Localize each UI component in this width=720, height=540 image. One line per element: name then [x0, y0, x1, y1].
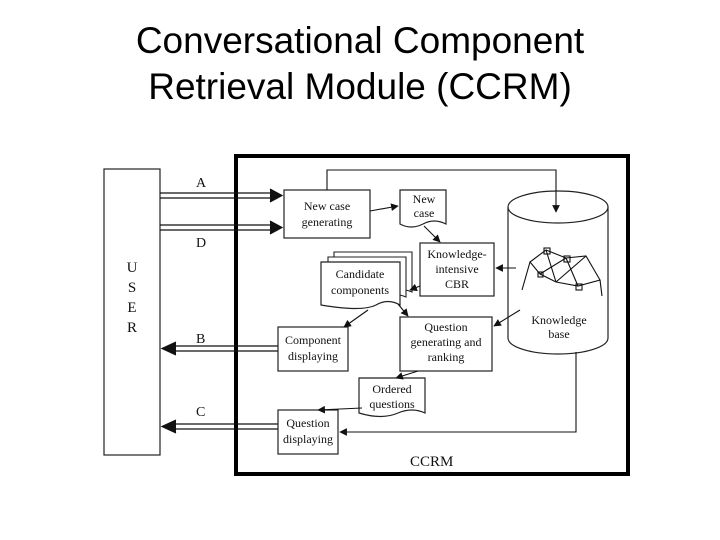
node-qgr-line1: Question [424, 320, 467, 334]
edge-ordered-to-question-displaying [317, 405, 363, 414]
arrow-label-a: A [196, 176, 207, 191]
edge-new-case-to-cbr [423, 225, 441, 243]
node-new-case-line2: case [414, 206, 435, 220]
user-box [103, 168, 161, 456]
network-graph-icon [521, 247, 603, 297]
arrow-label-c: C [196, 405, 205, 420]
node-question-displaying-line2: displaying [283, 432, 333, 446]
node-knowledge-base-line1: Knowledge [531, 313, 586, 327]
arrow-label-d: D [196, 236, 206, 251]
node-knowledge-intensive-cbr [419, 242, 495, 297]
slide-title-line-1: Conversational Component [135, 20, 585, 61]
node-component-displaying-line1: Component [285, 333, 342, 347]
slide-title-line-2: Retrieval Module (CCRM) [148, 66, 572, 107]
ccrm-module-label: CCRM [410, 454, 453, 470]
node-new-case-generating [283, 189, 371, 239]
node-ordered-questions-line1: Ordered [372, 382, 411, 396]
node-qgr-line2: generating and [411, 335, 482, 349]
arrow-c [160, 419, 278, 434]
edge-cbr-to-candidates [409, 283, 421, 292]
node-kicbr-line1: Knowledge- [427, 247, 486, 261]
node-question-displaying [277, 409, 339, 455]
node-candidate-components [320, 261, 401, 310]
ccrm-module-frame [234, 154, 630, 476]
node-qgr-line3: ranking [428, 350, 465, 364]
node-new-case [399, 189, 447, 228]
node-candidate-components-line2: components [331, 283, 389, 297]
edge-kb-to-question-generating [493, 309, 521, 327]
slide-title: Conversational Component Retrieval Modul… [0, 18, 720, 110]
node-knowledge-base-line2: base [548, 327, 569, 341]
edge-bottom-feedback-loop [339, 352, 577, 436]
arrow-d [160, 220, 284, 235]
user-letter-u: U [127, 260, 138, 276]
arrow-b [160, 341, 278, 356]
node-kicbr-line3: CBR [445, 277, 469, 291]
edge-question-generating-to-ordered [395, 370, 419, 380]
user-letter-s: S [128, 280, 136, 296]
node-question-generating-ranking [399, 316, 493, 372]
node-ordered-questions-line2: questions [369, 397, 415, 411]
node-question-displaying-line1: Question [286, 416, 329, 430]
node-component-displaying-line2: displaying [288, 349, 338, 363]
node-new-case-line1: New [413, 192, 436, 206]
node-component-displaying [277, 326, 349, 372]
edge-candidates-to-component-displaying [343, 309, 369, 328]
edge-candidates-to-question-generating [397, 303, 409, 317]
node-new-case-generating-line1: New case [304, 199, 350, 213]
node-ordered-questions [358, 377, 426, 418]
edge-generating-to-new-case [369, 203, 399, 212]
node-kicbr-line2: intensive [435, 262, 478, 276]
node-candidate-components-line1: Candidate [336, 267, 385, 281]
arrow-a [160, 188, 284, 203]
user-letter-r: R [127, 320, 137, 336]
arrow-label-b: B [196, 332, 205, 347]
edge-top-feedback-loop [326, 169, 560, 213]
user-letter-e: E [127, 300, 136, 316]
node-new-case-generating-line2: generating [302, 215, 353, 229]
